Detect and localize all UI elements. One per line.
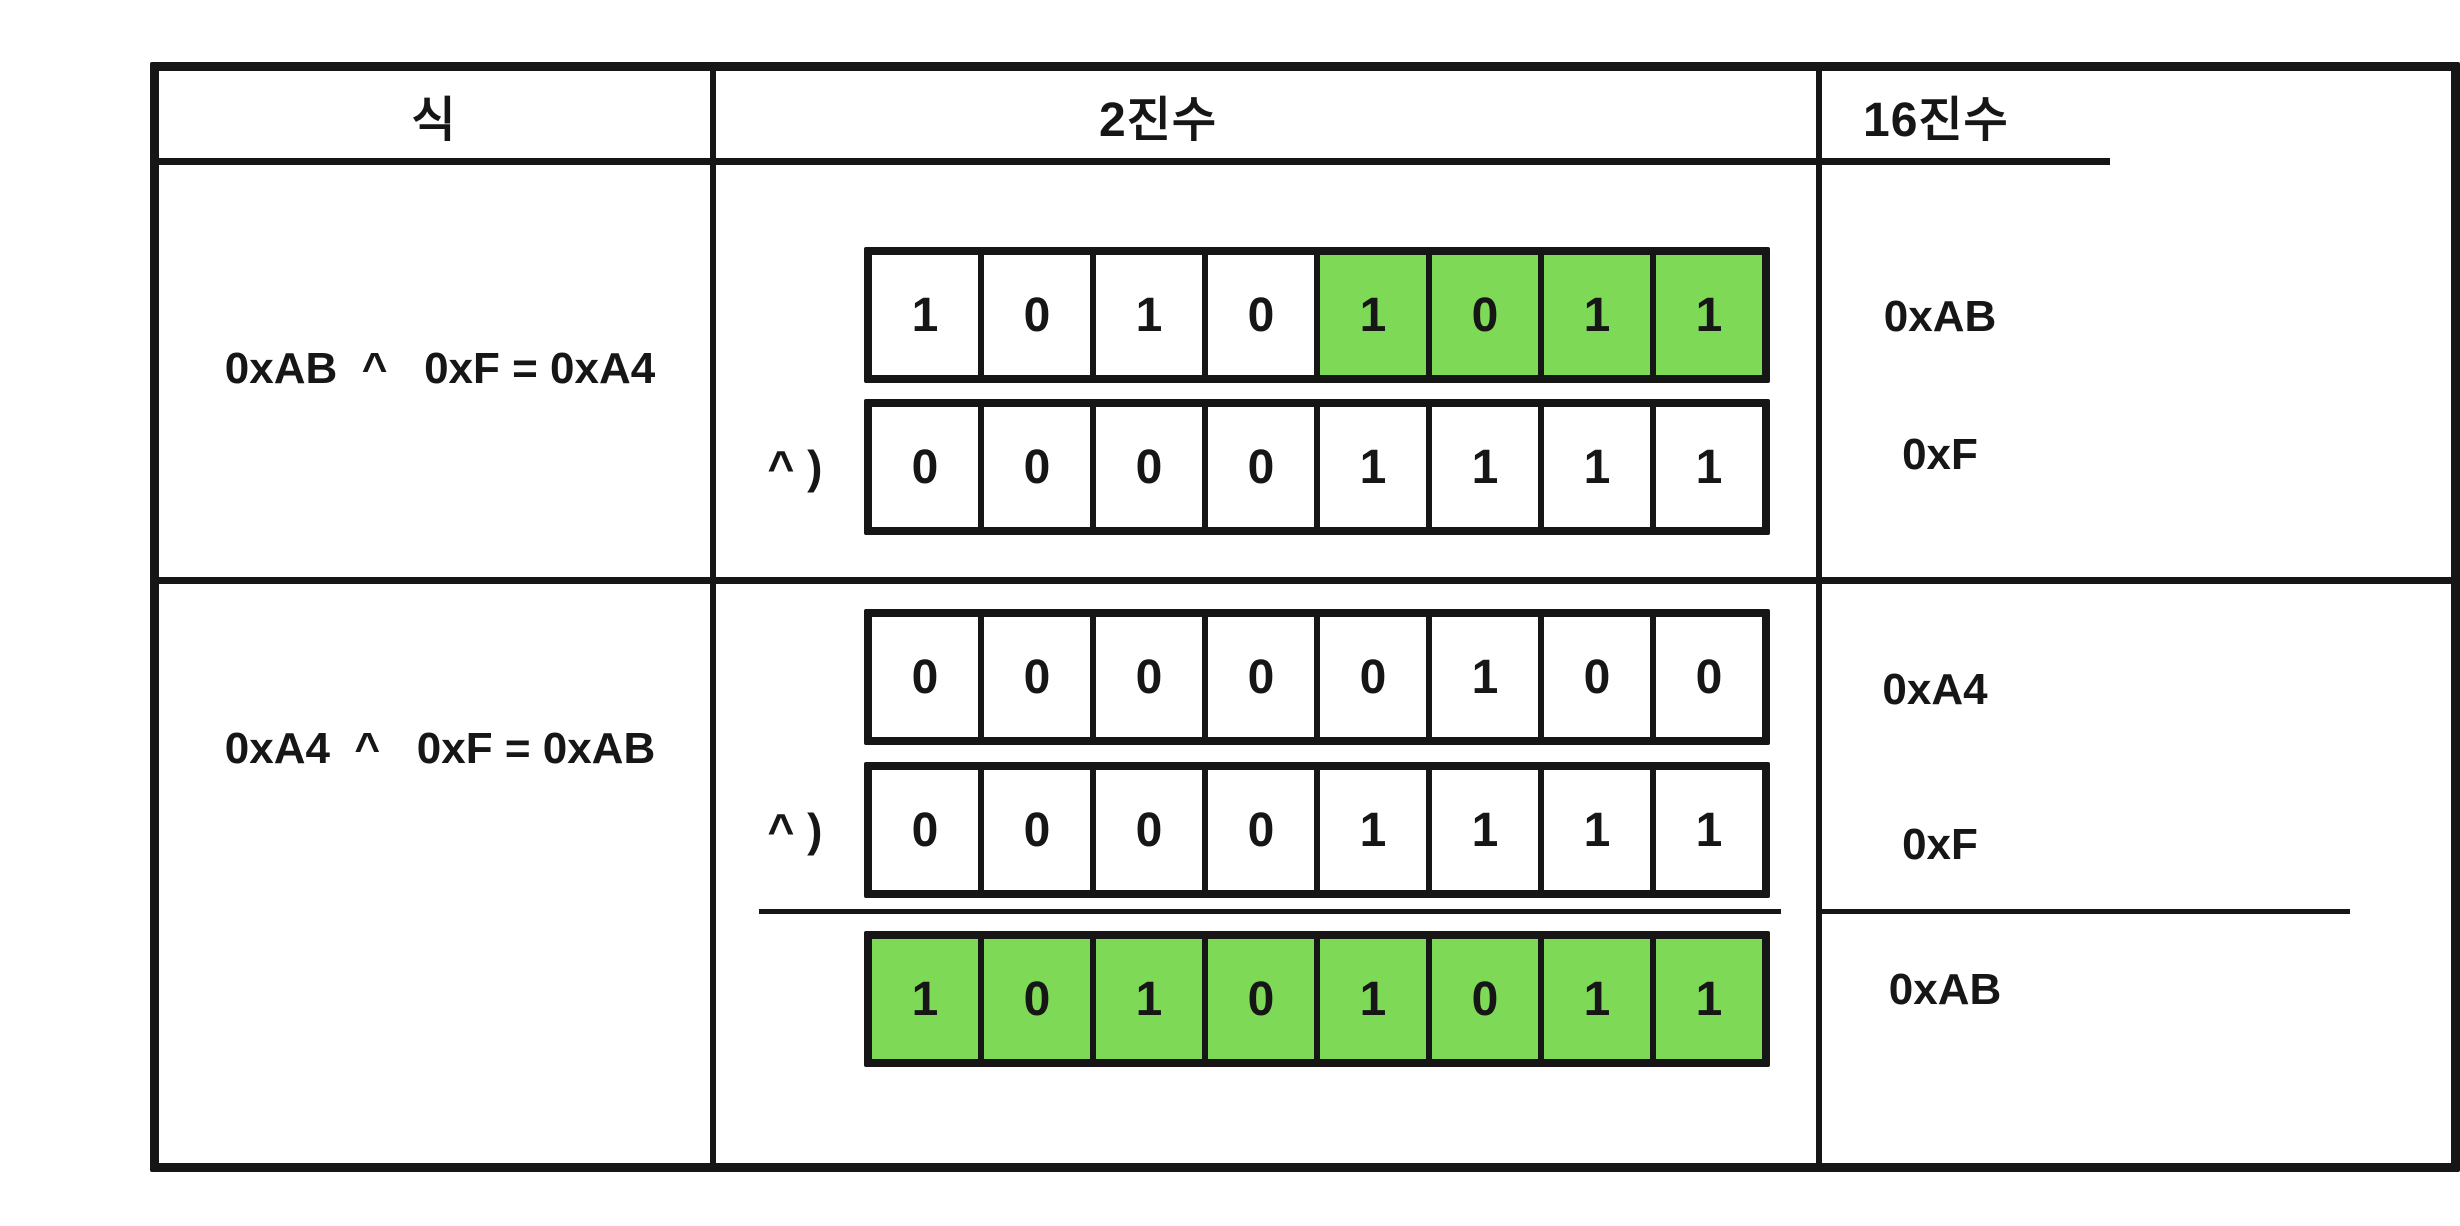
- bit-cell: 0: [978, 407, 1090, 527]
- expression-1: 0xAB ^ 0xF = 0xA4: [224, 344, 656, 393]
- bit-cell: 1: [1090, 255, 1202, 375]
- column-divider-2: [1816, 71, 1822, 1163]
- bit-cell: 0: [1202, 255, 1314, 375]
- hex-value-0xF-2: 0xF: [1902, 820, 1978, 869]
- bit-cell: 0: [1538, 617, 1650, 737]
- bit-cell: 1: [1538, 770, 1650, 890]
- bit-cell: 0: [872, 407, 978, 527]
- bit-cell: 0: [1090, 407, 1202, 527]
- bit-cell: 0: [1314, 617, 1426, 737]
- bit-cell: 1: [1426, 407, 1538, 527]
- hex-value-result-0xAB: 0xAB: [1888, 965, 2002, 1014]
- bit-cell: 0: [872, 770, 978, 890]
- bit-cell: 1: [1538, 939, 1650, 1059]
- header-hex: 16진수: [1863, 94, 2009, 147]
- hex-value-0xF-1: 0xF: [1902, 430, 1978, 479]
- bit-cell: 1: [1650, 255, 1762, 375]
- expression-2: 0xA4 ^ 0xF = 0xAB: [224, 724, 656, 773]
- bit-cell: 0: [978, 617, 1090, 737]
- bit-cell: 1: [1650, 407, 1762, 527]
- header-underline: [159, 158, 2110, 165]
- bit-cell: 0: [1202, 617, 1314, 737]
- bit-cell: 1: [1314, 770, 1426, 890]
- bit-cell: 1: [872, 255, 978, 375]
- bit-cell: 1: [1426, 770, 1538, 890]
- bit-cell: 0: [1202, 939, 1314, 1059]
- bit-cell: 0: [978, 770, 1090, 890]
- bit-cell: 1: [872, 939, 978, 1059]
- bit-cell: 1: [1314, 255, 1426, 375]
- bit-cell: 0: [1650, 617, 1762, 737]
- bit-cell: 0: [978, 255, 1090, 375]
- hex-value-0xA4: 0xA4: [1882, 665, 1988, 714]
- bit-cell: 1: [1314, 407, 1426, 527]
- bit-cell: 1: [1090, 939, 1202, 1059]
- xor-operator-prefix-2: ^ ): [767, 804, 823, 856]
- bit-cell: 0: [1426, 255, 1538, 375]
- bit-cell: 0: [872, 617, 978, 737]
- bit-cell: 1: [1538, 407, 1650, 527]
- header-binary: 2진수: [1098, 94, 1218, 147]
- bit-cell: 0: [978, 939, 1090, 1059]
- bit-cell: 0: [1202, 407, 1314, 527]
- bit-cell: 1: [1426, 617, 1538, 737]
- bit-cell: 1: [1650, 770, 1762, 890]
- bit-cell: 1: [1650, 939, 1762, 1059]
- header-expression: 식: [411, 94, 457, 147]
- xor-operator-prefix-1: ^ ): [767, 441, 823, 493]
- bit-cell: 1: [1538, 255, 1650, 375]
- bit-cell: 1: [1314, 939, 1426, 1059]
- bit-cell: 0: [1426, 939, 1538, 1059]
- xor-result-rule-binary: [759, 909, 1781, 914]
- bit-cell: 0: [1090, 617, 1202, 737]
- hex-value-0xAB-1: 0xAB: [1883, 292, 1997, 341]
- xor-result-rule-hex: [1816, 909, 2350, 914]
- bit-cell: 0: [1090, 770, 1202, 890]
- column-divider-1: [710, 71, 716, 1163]
- bit-cell: 0: [1202, 770, 1314, 890]
- row-divider: [159, 577, 2451, 584]
